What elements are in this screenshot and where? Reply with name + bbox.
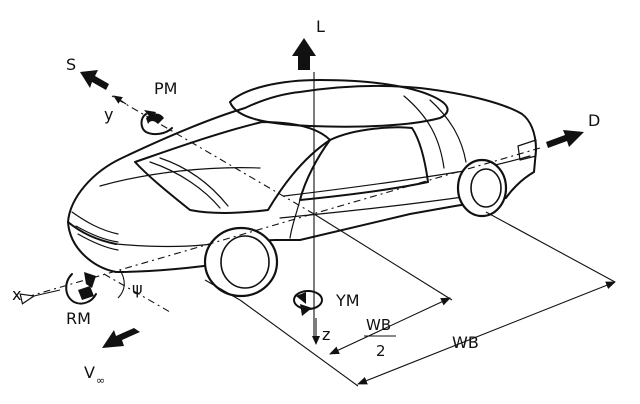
side-force-arrow — [80, 70, 109, 90]
velocity-label: V — [84, 363, 95, 382]
yaw-angle-label: ψ — [132, 279, 143, 298]
half-wheelbase-denominator: 2 — [376, 342, 386, 360]
rear-wheel — [456, 158, 508, 218]
pitch-moment-icon — [140, 110, 173, 136]
yaw-moment-label: YM — [335, 291, 360, 310]
yaw-angle-arc — [117, 269, 125, 299]
x-axis-label: x — [12, 285, 21, 304]
roll-moment-label: RM — [66, 309, 91, 328]
front-wheel — [203, 226, 279, 298]
roll-moment-icon — [65, 272, 97, 305]
y-axis-arrow — [113, 95, 127, 105]
y-axis-label: y — [104, 105, 113, 124]
x-axis-arrow — [34, 289, 61, 296]
lift-label: L — [316, 17, 325, 36]
car-body — [67, 79, 537, 273]
z-axis-label: z — [322, 325, 330, 344]
half-wheelbase-numerator: WB — [366, 316, 391, 334]
yaw-moment-icon — [293, 290, 323, 316]
drag-arrow — [546, 130, 584, 148]
wheelbase-label: WB — [452, 333, 479, 352]
velocity-subscript: ∞ — [96, 374, 105, 387]
lift-arrow — [292, 38, 316, 70]
side-force-label: S — [66, 55, 76, 74]
dimension-lines — [329, 281, 616, 385]
velocity-arrow — [102, 328, 140, 348]
drag-label: D — [588, 111, 600, 130]
pitch-moment-label: PM — [154, 79, 177, 98]
